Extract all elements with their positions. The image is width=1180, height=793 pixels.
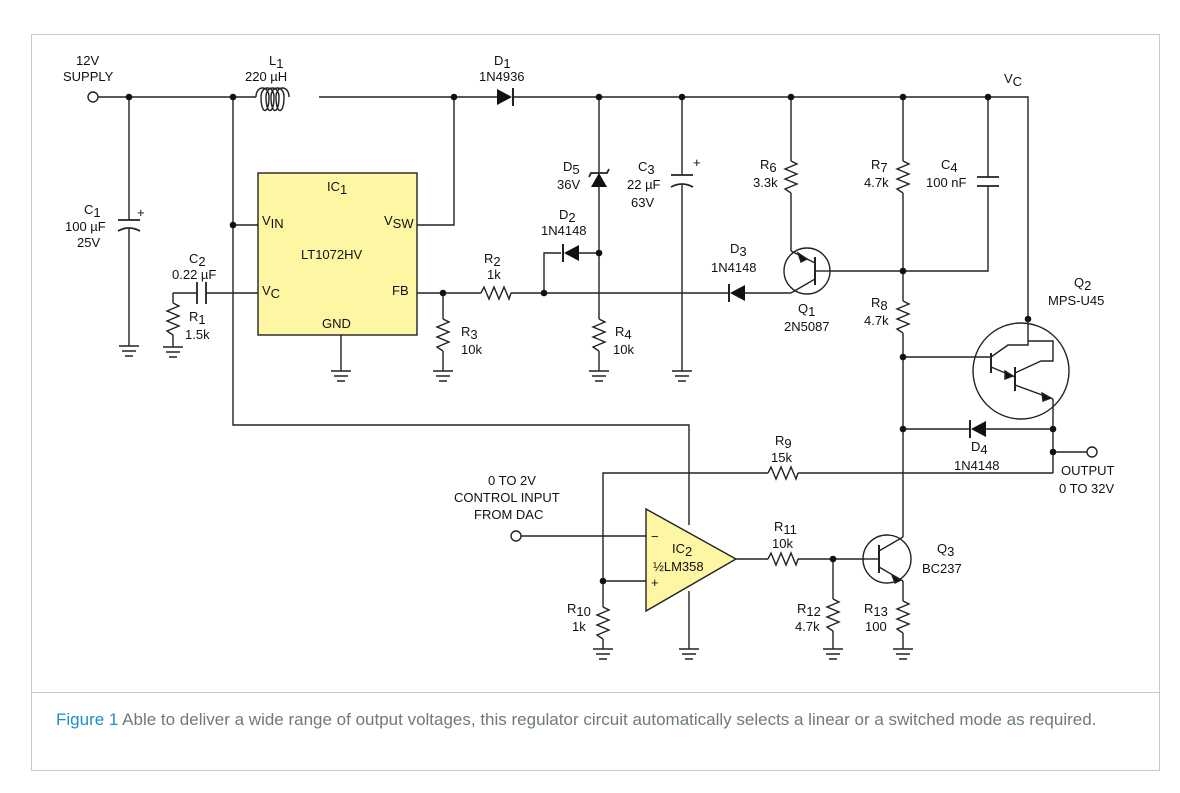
control-input-range: 0 TO 2V bbox=[488, 473, 536, 488]
l1-value: 220 µH bbox=[245, 69, 287, 84]
c2-label: C2 bbox=[189, 251, 206, 269]
d4-value: 1N4148 bbox=[954, 458, 1000, 473]
r10-value: 1k bbox=[572, 619, 586, 634]
q3-label: Q3 bbox=[937, 541, 954, 559]
output-label: OUTPUT bbox=[1061, 463, 1115, 478]
r11-label: R11 bbox=[774, 519, 797, 537]
r1-label: R1 bbox=[189, 309, 206, 327]
labels: 12V SUPPLY L1 220 µH D1 1N4936 VC C1 100… bbox=[63, 53, 1115, 634]
r11-value: 10k bbox=[772, 536, 793, 551]
transistor-q3 bbox=[862, 534, 912, 584]
r9-value: 15k bbox=[771, 450, 792, 465]
r3-value: 10k bbox=[461, 342, 482, 357]
c3-value: 22 µF bbox=[627, 177, 661, 192]
c3-plus: + bbox=[693, 155, 701, 170]
c1-plus: + bbox=[137, 205, 145, 220]
junctions bbox=[125, 93, 1057, 585]
q2-value: MPS-U45 bbox=[1048, 293, 1104, 308]
ic1-part: LT1072HV bbox=[301, 247, 363, 262]
r7-label: R7 bbox=[871, 157, 888, 175]
ic1-vc-pin: VC bbox=[262, 283, 280, 301]
r13-value: 100 bbox=[865, 619, 887, 634]
c3-voltage: 63V bbox=[631, 195, 654, 210]
wires bbox=[98, 96, 1087, 649]
supply-label: SUPPLY bbox=[63, 69, 114, 84]
c4-value: 100 nF bbox=[926, 175, 967, 190]
ic2-label: IC2 bbox=[672, 541, 692, 559]
r12-value: 4.7k bbox=[795, 619, 820, 634]
r4-value: 10k bbox=[613, 342, 634, 357]
ic1-fb-pin: FB bbox=[392, 283, 409, 298]
inductor-l1 bbox=[255, 87, 290, 112]
diode-d2 bbox=[562, 244, 579, 262]
figure-caption: Figure 1 Able to deliver a wide range of… bbox=[32, 692, 1159, 770]
d5-label: D5 bbox=[563, 159, 580, 177]
ic1-body bbox=[257, 172, 418, 336]
r4-label: R4 bbox=[615, 324, 632, 342]
d2-label: D2 bbox=[559, 207, 576, 225]
caption-text: Able to deliver a wide range of output v… bbox=[118, 710, 1097, 729]
supply-voltage-label: 12V bbox=[76, 53, 99, 68]
c3-label: C3 bbox=[638, 159, 655, 177]
ic2-plus: + bbox=[651, 575, 659, 590]
d3-value: 1N4148 bbox=[711, 260, 757, 275]
ground-symbols bbox=[119, 345, 913, 660]
transistor-q1 bbox=[783, 247, 831, 295]
r1-value: 1.5k bbox=[185, 327, 210, 342]
diode-d1 bbox=[497, 88, 514, 106]
q2-label: Q2 bbox=[1074, 275, 1091, 293]
d2-value: 1N4148 bbox=[541, 223, 587, 238]
d1-value: 1N4936 bbox=[479, 69, 525, 84]
d4-label: D4 bbox=[971, 439, 988, 457]
d3-label: D3 bbox=[730, 241, 747, 259]
r10-label: R10 bbox=[567, 601, 591, 619]
zener-d5 bbox=[588, 168, 610, 187]
d5-value: 36V bbox=[557, 177, 580, 192]
ic2-opamp bbox=[645, 507, 738, 613]
transistor-q2 bbox=[972, 319, 1070, 420]
ic1-vin-pin: VIN bbox=[262, 213, 284, 231]
q1-value: 2N5087 bbox=[784, 319, 830, 334]
resistors bbox=[165, 160, 911, 640]
d1-label: D1 bbox=[494, 53, 511, 71]
diode-d3 bbox=[728, 284, 745, 302]
r8-label: R8 bbox=[871, 295, 888, 313]
c1-voltage: 25V bbox=[77, 235, 100, 250]
diode-d4 bbox=[969, 420, 986, 438]
r7-value: 4.7k bbox=[864, 175, 889, 190]
q1-label: Q1 bbox=[798, 301, 815, 319]
q3-value: BC237 bbox=[922, 561, 962, 576]
c1-label: C1 bbox=[84, 202, 101, 220]
c2-value: 0.22 µF bbox=[172, 267, 216, 282]
output-range: 0 TO 32V bbox=[1059, 481, 1114, 496]
r12-label: R12 bbox=[797, 601, 821, 619]
ic1-label: IC1 bbox=[327, 179, 347, 197]
c1-value: 100 µF bbox=[65, 219, 106, 234]
control-input-label: CONTROL INPUT bbox=[454, 490, 560, 505]
ic2-part: ½LM358 bbox=[653, 559, 704, 574]
r3-label: R3 bbox=[461, 324, 478, 342]
figure-number: Figure 1 bbox=[56, 710, 119, 729]
ic1-vsw-pin: VSW bbox=[384, 213, 414, 231]
terminals bbox=[87, 91, 1098, 542]
ic1-gnd-pin: GND bbox=[322, 316, 351, 331]
r8-value: 4.7k bbox=[864, 313, 889, 328]
figure-frame: 12V SUPPLY L1 220 µH D1 1N4936 VC C1 100… bbox=[31, 34, 1160, 771]
l1-label: L1 bbox=[269, 53, 283, 71]
c4-label: C4 bbox=[941, 157, 958, 175]
r2-label: R2 bbox=[484, 251, 501, 269]
r13-label: R13 bbox=[864, 601, 888, 619]
r6-label: R6 bbox=[760, 157, 777, 175]
circuit-diagram: 12V SUPPLY L1 220 µH D1 1N4936 VC C1 100… bbox=[63, 53, 1115, 660]
r2-value: 1k bbox=[487, 267, 501, 282]
control-input-source: FROM DAC bbox=[474, 507, 543, 522]
capacitors bbox=[117, 174, 999, 304]
r6-value: 3.3k bbox=[753, 175, 778, 190]
r9-label: R9 bbox=[775, 433, 792, 451]
ic2-minus: − bbox=[651, 529, 659, 544]
vc-label: VC bbox=[1004, 71, 1022, 89]
